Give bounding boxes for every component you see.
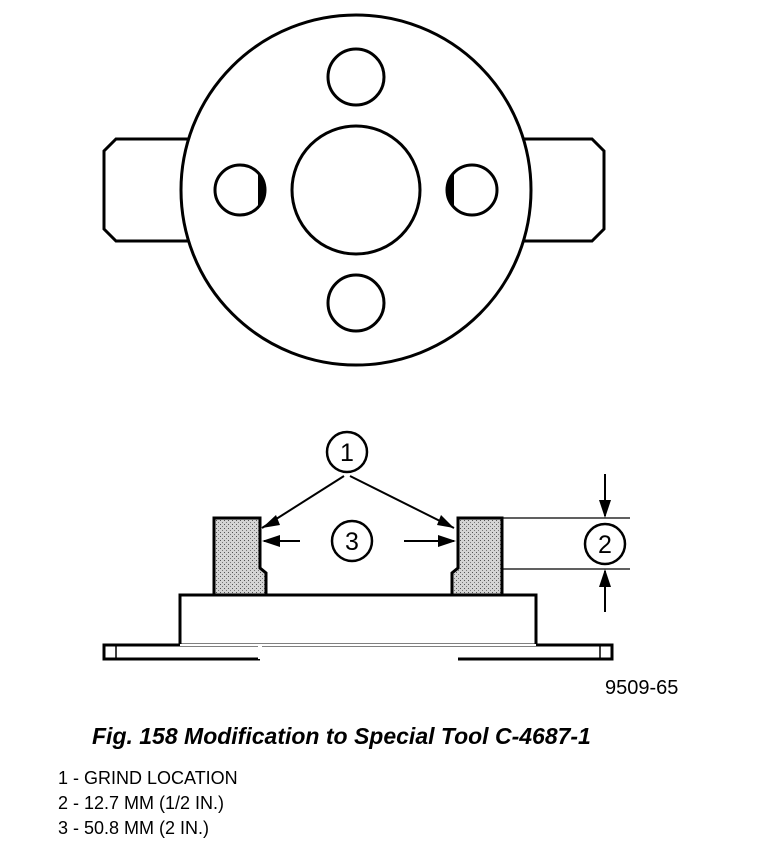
legend-item-2: 2 - 12.7 MM (1/2 IN.)	[58, 793, 225, 813]
legend-item-1: 1 - GRIND LOCATION	[58, 768, 238, 788]
top-view	[102, 13, 606, 367]
body-block	[178, 593, 538, 647]
left-tab	[102, 137, 196, 243]
left-post	[212, 516, 268, 597]
right-tab	[518, 137, 606, 243]
callout-3: 3	[330, 519, 374, 563]
tool-body-outline	[179, 13, 533, 367]
figure-caption: Fig. 158 Modification to Special Tool C-…	[92, 723, 591, 749]
legend-item-3: 3 - 50.8 MM (2 IN.)	[58, 818, 210, 838]
center-bore	[290, 124, 422, 256]
callout-3-label: 3	[345, 528, 359, 556]
right-post	[450, 516, 504, 597]
base-plate	[102, 643, 614, 661]
side-view	[102, 516, 614, 661]
callout-2-label: 2	[598, 531, 612, 559]
drawing-number: 9509-65	[605, 677, 678, 699]
legend: 1 - GRIND LOCATION 2 - 12.7 MM (1/2 IN.)…	[58, 766, 238, 841]
right-hole-grind-mark	[446, 172, 454, 208]
callout-1-label: 1	[340, 439, 354, 467]
callout-1: 1	[325, 430, 369, 474]
callout-2: 2	[583, 522, 627, 566]
bottom-hole	[326, 273, 386, 333]
left-hole-grind-mark	[258, 172, 266, 208]
callout-leaders	[261, 474, 630, 612]
top-hole	[326, 47, 386, 107]
